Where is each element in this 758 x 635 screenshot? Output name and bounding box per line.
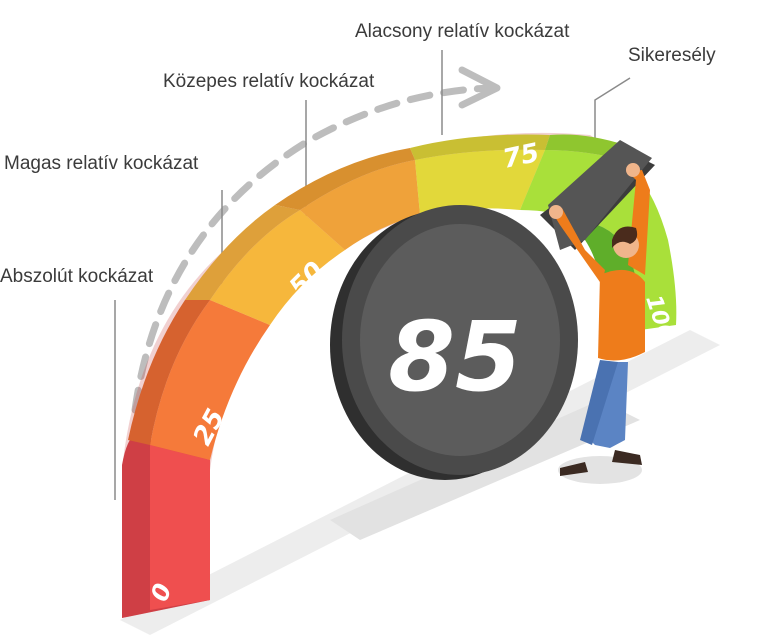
segment-side-75 bbox=[410, 134, 550, 160]
person-shoe-left bbox=[560, 462, 588, 476]
leader-success bbox=[594, 77, 631, 140]
person-jeans bbox=[588, 362, 628, 448]
dial-face bbox=[360, 224, 560, 456]
segment-side-50b bbox=[275, 148, 415, 210]
segment-50 bbox=[210, 210, 345, 325]
person-arm-left bbox=[552, 208, 605, 285]
arrow-head-icon bbox=[458, 66, 501, 109]
segment-side-25 bbox=[128, 300, 210, 445]
segment-side-50 bbox=[185, 205, 300, 300]
person-shoe-right bbox=[612, 450, 642, 465]
label-high-relative-risk: Magas relatív kockázat bbox=[4, 153, 199, 174]
person-hair bbox=[612, 226, 638, 248]
segment-25 bbox=[150, 300, 270, 460]
segment-side-85 bbox=[545, 134, 625, 158]
person-figure bbox=[549, 163, 650, 484]
person-shadow bbox=[558, 456, 642, 484]
label-success-chance: Sikeresély bbox=[628, 45, 716, 66]
label-absolute-risk: Abszolút kockázat bbox=[0, 266, 154, 287]
tick-75: 75 bbox=[500, 138, 542, 175]
dashed-arrow bbox=[131, 84, 499, 414]
label-medium-relative-risk: Közepes relatív kockázat bbox=[163, 71, 375, 92]
segment-50b bbox=[300, 160, 420, 250]
person-hand-right bbox=[626, 163, 640, 177]
score-value: 85 bbox=[388, 301, 522, 413]
person-leg bbox=[580, 360, 618, 445]
needle bbox=[548, 140, 652, 250]
label-low-relative-risk: Alacsony relatív kockázat bbox=[355, 21, 570, 42]
segment-0 bbox=[150, 445, 210, 610]
person-hand-left bbox=[549, 205, 563, 219]
person-shirt bbox=[598, 269, 645, 361]
segment-75 bbox=[415, 149, 545, 215]
